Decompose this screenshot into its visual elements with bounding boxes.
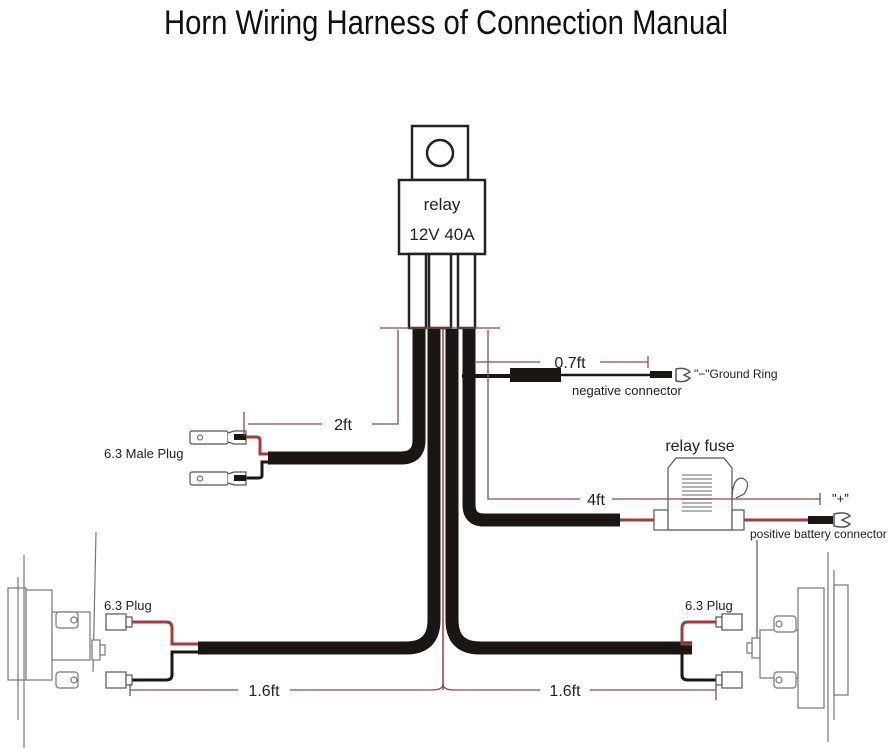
relay-pin-2: [427, 252, 453, 330]
positive-symbol-label: "+": [832, 491, 849, 506]
ground-ring-label: "−"Ground Ring: [694, 367, 778, 381]
right-horn-length-label: 1.6ft: [549, 683, 581, 700]
ground-ring-icon: [675, 367, 692, 383]
relay-fuse-label: relay fuse: [665, 438, 734, 455]
left-horn-harness: [198, 329, 441, 655]
relay: relay 12V 40A: [397, 124, 487, 330]
relay-rating: 12V 40A: [409, 225, 475, 244]
switch-length-label: 2ft: [334, 417, 352, 434]
left-horn-length-label: 1.6ft: [248, 683, 280, 700]
fuse-holder: [667, 457, 733, 531]
relay-pin-1: [407, 252, 428, 330]
left-plug-label: 6.3 Plug: [104, 598, 152, 613]
fuse-cap-loop: [731, 477, 749, 501]
dimension-lines: [129, 327, 821, 700]
right-horn-branch: 6.3 Plug: [680, 552, 849, 742]
relay-mounting-hole: [425, 138, 455, 168]
relay-body: [397, 178, 487, 256]
left-plug-top: [105, 613, 133, 631]
positive-connector-label: positive battery connector: [750, 527, 887, 541]
left-horn-branch: 6.3 Plug: [7, 531, 198, 748]
relay-pin-3: [456, 252, 477, 330]
left-horn: [7, 531, 106, 748]
ground-branch: "−"Ground Ring negative connector: [462, 367, 778, 398]
positive-ring-icon: [833, 512, 852, 528]
right-plug-label: 6.3 Plug: [685, 598, 733, 613]
left-plug-bottom: [105, 671, 133, 689]
male-plug-label: 6.3 Male Plug: [104, 446, 184, 461]
ground-length-label: 0.7ft: [554, 355, 586, 372]
relay-label: relay: [424, 195, 461, 214]
negative-connector-sleeve: [510, 368, 561, 382]
fuse-branch: relay fuse "+" positive battery connecto…: [620, 438, 887, 640]
male-plug-bottom: [189, 471, 247, 486]
battery-harness: [462, 329, 620, 527]
right-plug-bottom: [715, 671, 743, 689]
switch-harness: [268, 329, 426, 465]
relay-mounting-tab: [410, 124, 470, 182]
right-horn: [746, 552, 849, 742]
negative-connector-label: negative connector: [572, 383, 683, 398]
diagram-title: Horn Wiring Harness of Connection Manual: [164, 4, 728, 42]
switch-plug-branch: 6.3 Male Plug: [104, 430, 268, 486]
right-horn-harness: [445, 329, 692, 655]
right-plug-top: [715, 613, 743, 631]
male-plug-top: [189, 430, 247, 445]
harness-trunks: [198, 329, 692, 655]
battery-length-label: 4ft: [587, 492, 605, 509]
